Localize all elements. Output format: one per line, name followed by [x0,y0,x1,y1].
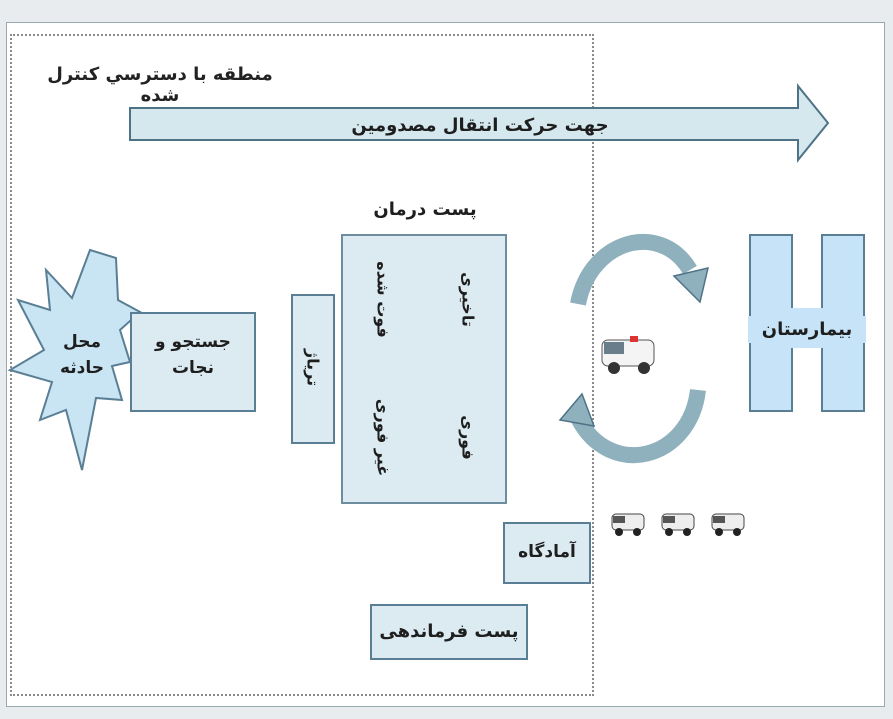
rotation-arrow-top [570,233,697,306]
incident-site-label: محل حادثه [59,332,105,378]
staging-area-box [503,522,591,584]
hospital-label: بیمارستان [748,316,866,343]
treatment-cell-non-urgent: غیر فوری [373,398,393,477]
rotation-arrowhead-top [672,266,710,304]
treatment-cell-delayed: تاخیری [458,272,478,327]
ambulance-icon-2 [660,508,696,538]
incident-starburst [7,248,142,471]
arrow-label: جهت حرکت انتقال مصدومين [351,115,609,136]
treatment-post-title: پست درمان [373,199,477,220]
treatment-cell-urgent: فوری [458,415,478,460]
command-post-box [370,604,528,660]
staging-area-label: آمادگاه [518,542,576,562]
transport-direction-arrow [129,83,830,163]
treatment-post-box [341,234,507,504]
ambulance-icon-1 [610,508,646,538]
search-rescue-box [130,312,256,412]
zone-title: منطقه با دسترسي کنترل شده [47,64,273,106]
triage-box [291,294,335,444]
ambulance-icon-3 [710,508,746,538]
triage-label: تریاژ [303,348,323,387]
ambulance-icon-main [600,330,658,376]
rotation-arrowhead-bottom [558,392,596,427]
controlled-access-zone [10,34,594,696]
search-rescue-label: جستجو و نجات [155,332,231,378]
command-post-label: پست فرماندهی [379,621,519,642]
rotation-arrow-bottom [570,388,706,464]
treatment-cell-expectant: فوت شده [373,261,393,338]
